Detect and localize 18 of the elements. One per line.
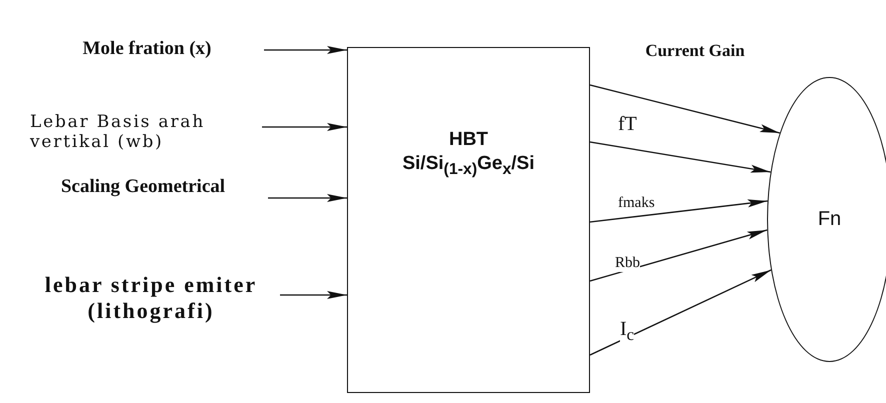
edge-label: Rbb xyxy=(615,255,640,272)
arrow xyxy=(590,229,768,282)
node-text: Fn xyxy=(818,208,842,231)
process-box xyxy=(347,47,590,393)
arrow xyxy=(590,141,771,173)
arrow xyxy=(590,199,768,223)
node-text: Si/Si$_{(1-x)}$Ge$_{x}$/Si xyxy=(402,152,534,180)
arrow xyxy=(590,269,772,356)
arrow xyxy=(268,194,347,202)
input-label: Lebar Basis arah vertikal (wb) xyxy=(30,112,206,153)
node-text: HBT xyxy=(448,128,488,152)
input-label: Scaling Geometrical xyxy=(60,176,226,199)
arrow xyxy=(280,291,347,299)
arrow xyxy=(262,123,347,131)
input-label: lebar stripe emiter (lithografi) xyxy=(44,272,258,325)
input-label: Mole fration (x) xyxy=(82,38,212,61)
arrow xyxy=(590,84,780,134)
arrow xyxy=(264,46,347,54)
